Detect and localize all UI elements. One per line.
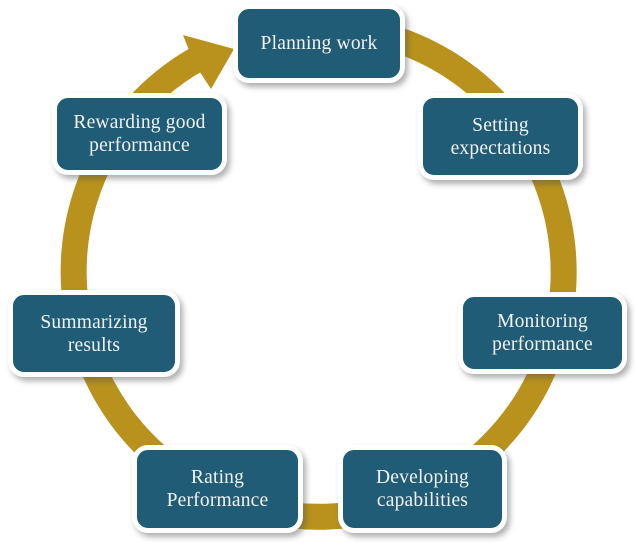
node-planning: Planning work <box>233 4 405 83</box>
node-rewarding: Rewarding good performance <box>52 93 227 175</box>
node-label: Summarizing results <box>40 311 148 356</box>
arrow-head-icon <box>183 35 234 89</box>
node-summarizing: Summarizing results <box>8 290 180 377</box>
node-label: Rewarding good performance <box>73 112 206 156</box>
node-label: Planning work <box>260 33 378 54</box>
node-label: Monitoring performance <box>492 311 593 355</box>
node-label: Rating Performance <box>166 467 269 511</box>
node-label: Developing capabilities <box>376 467 469 511</box>
node-rating: Rating Performance <box>132 445 303 533</box>
node-monitoring: Monitoring performance <box>458 292 627 374</box>
node-developing: Developing capabilities <box>338 445 507 533</box>
node-setting: Setting expectations <box>418 93 583 180</box>
node-label: Setting expectations <box>450 114 551 159</box>
